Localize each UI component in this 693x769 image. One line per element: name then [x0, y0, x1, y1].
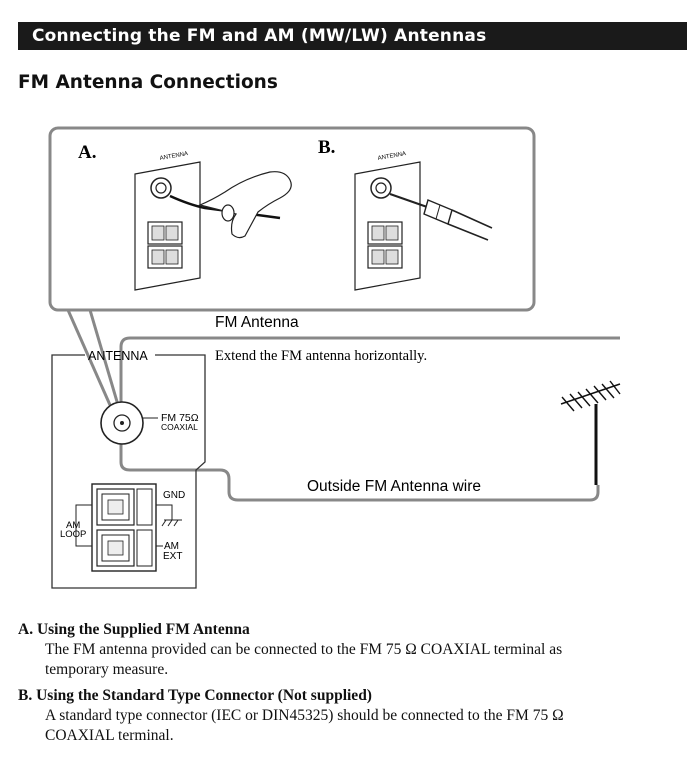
mini-panel-b: ANTENNA — [354, 151, 493, 291]
callout-panel — [48, 126, 536, 312]
am-ext-label-1: AM — [164, 541, 179, 552]
gnd-label: GND — [163, 490, 185, 501]
coaxial-label: COAXIAL — [161, 422, 198, 432]
item-b: B. Using the Standard Type Connector (No… — [18, 686, 683, 746]
mini-antenna-label-a: ANTENNA — [159, 151, 188, 162]
am-loop-label-1: AM — [66, 520, 80, 531]
fm-75-label: FM 75Ω — [161, 412, 199, 424]
am-loop-label-2: LOOP — [60, 529, 86, 540]
label-b: B. — [318, 137, 335, 158]
item-a: A. Using the Supplied FM Antenna The FM … — [18, 620, 683, 680]
section-banner: Connecting the FM and AM (MW/LW) Antenna… — [18, 22, 687, 50]
mini-panel-a: ANTENNA — [134, 151, 292, 291]
ground-icon — [161, 519, 182, 527]
section-title: FM Antenna Connections — [18, 72, 278, 93]
banner-title: Connecting the FM and AM (MW/LW) Antenna… — [32, 26, 487, 46]
item-b-heading: B. Using the Standard Type Connector (No… — [18, 687, 372, 704]
item-a-text-1: The FM antenna provided can be connected… — [45, 641, 563, 658]
outdoor-antenna-icon — [560, 380, 621, 485]
am-ext-label-2: EXT — [163, 551, 182, 562]
extend-note: Extend the FM antenna horizontally. — [215, 348, 427, 364]
callout-pointer-left — [66, 309, 112, 406]
item-a-text-2: temporary measure. — [45, 661, 169, 678]
fm-antenna-label: FM Antenna — [215, 314, 299, 331]
label-a: A. — [78, 142, 96, 163]
outside-wire-label: Outside FM Antenna wire — [307, 478, 481, 495]
callout-pointer-right — [88, 309, 120, 406]
antenna-wire-icon — [169, 194, 281, 220]
antenna-box-label: ANTENNA — [88, 349, 148, 363]
item-b-text-1: A standard type connector (IEC or DIN453… — [45, 707, 564, 724]
antenna-terminal-box — [51, 354, 206, 589]
hand-icon — [198, 171, 292, 239]
antenna-diagram: A. B. ANTENNA ANTENNA FM Ante — [48, 126, 621, 589]
fm-antenna-wire — [119, 336, 620, 502]
item-b-text-2: COAXIAL terminal. — [45, 727, 174, 744]
item-a-heading: A. Using the Supplied FM Antenna — [18, 621, 250, 638]
mini-antenna-label-b: ANTENNA — [377, 151, 406, 162]
